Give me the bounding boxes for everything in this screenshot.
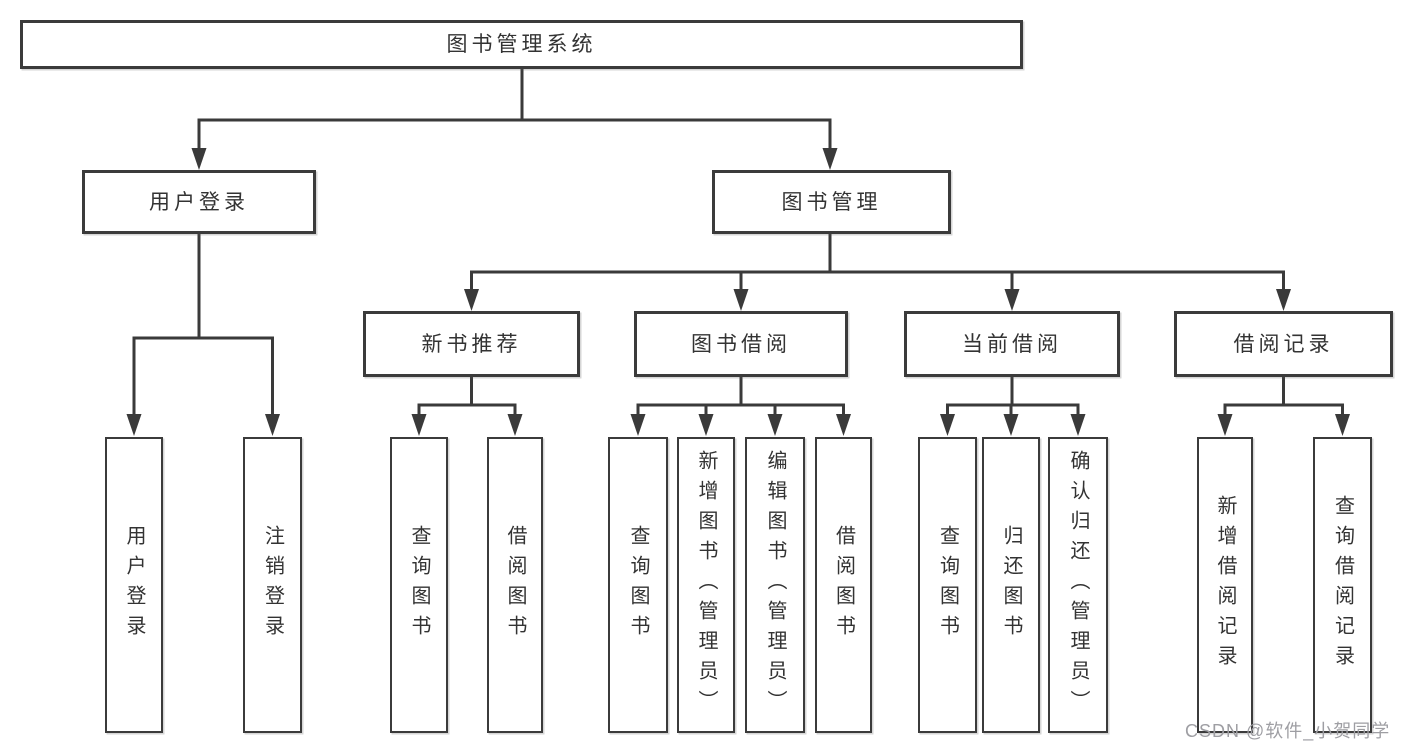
edge-newbook-split (417, 403, 517, 415)
leaf-add-borrow-record-label: 新增借阅记录 (1214, 495, 1236, 675)
leaf-logout: 注销登录 (243, 437, 302, 733)
leaf-add-book-admin: 新增图书（管理员） (677, 437, 735, 733)
node-user-login-label: 用户登录 (149, 190, 249, 214)
leaf-query-borrow-record: 查询借阅记录 (1313, 437, 1372, 733)
edge-bookmgmt-split (470, 270, 1285, 290)
node-user-login: 用户登录 (82, 170, 316, 234)
leaf-query-books-2: 查询图书 (608, 437, 668, 733)
node-root-label: 图书管理系统 (446, 33, 597, 56)
leaf-borrow-books-2-label: 借阅图书 (832, 525, 855, 645)
leaf-return-book: 归还图书 (982, 437, 1040, 733)
leaf-logout-label: 注销登录 (261, 525, 284, 645)
leaf-add-borrow-record: 新增借阅记录 (1197, 437, 1253, 733)
node-borrow-records-label: 借阅记录 (1233, 332, 1334, 356)
leaf-return-book-label: 归还图书 (1000, 525, 1022, 645)
edge-borrow-split (636, 403, 845, 415)
leaf-query-books-3: 查询图书 (918, 437, 977, 733)
edge-root-split (197, 118, 832, 150)
leaf-query-books-2-label: 查询图书 (627, 525, 649, 645)
arrowheads (126, 148, 1350, 436)
node-new-book-recommend-label: 新书推荐 (421, 332, 522, 356)
node-current-borrow-label: 当前借阅 (962, 332, 1062, 356)
node-book-borrow-label: 图书借阅 (691, 332, 791, 356)
leaf-query-books-3-label: 查询图书 (936, 525, 959, 645)
leaf-user-login: 用户登录 (105, 437, 163, 733)
leaf-add-book-admin-label: 新增图书（管理员） (695, 450, 717, 720)
node-new-book-recommend: 新书推荐 (363, 311, 580, 377)
csdn-watermark: CSDN @软件_小贺同学 (1185, 721, 1391, 741)
leaf-query-books-1: 查询图书 (390, 437, 448, 733)
node-current-borrow: 当前借阅 (904, 311, 1120, 377)
edge-userlogin-split (132, 336, 274, 414)
leaf-confirm-return-admin-label: 确认归还（管理员） (1067, 450, 1089, 720)
node-book-management-label: 图书管理 (781, 190, 882, 214)
leaf-edit-book-admin: 编辑图书（管理员） (745, 437, 805, 733)
node-book-management: 图书管理 (712, 170, 951, 234)
edge-current-split (946, 403, 1080, 415)
leaf-query-books-1-label: 查询图书 (408, 525, 430, 645)
node-borrow-records: 借阅记录 (1174, 311, 1393, 377)
leaf-query-borrow-record-label: 查询借阅记录 (1331, 495, 1354, 675)
node-root: 图书管理系统 (20, 20, 1023, 69)
leaf-borrow-books-1: 借阅图书 (487, 437, 543, 733)
leaf-borrow-books-1-label: 借阅图书 (504, 525, 526, 645)
leaf-borrow-books-2: 借阅图书 (815, 437, 872, 733)
edge-records-split (1223, 403, 1344, 415)
node-book-borrow: 图书借阅 (634, 311, 848, 377)
leaf-confirm-return-admin: 确认归还（管理员） (1048, 437, 1108, 733)
leaf-user-login-label: 用户登录 (123, 525, 145, 645)
leaf-edit-book-admin-label: 编辑图书（管理员） (764, 450, 786, 720)
